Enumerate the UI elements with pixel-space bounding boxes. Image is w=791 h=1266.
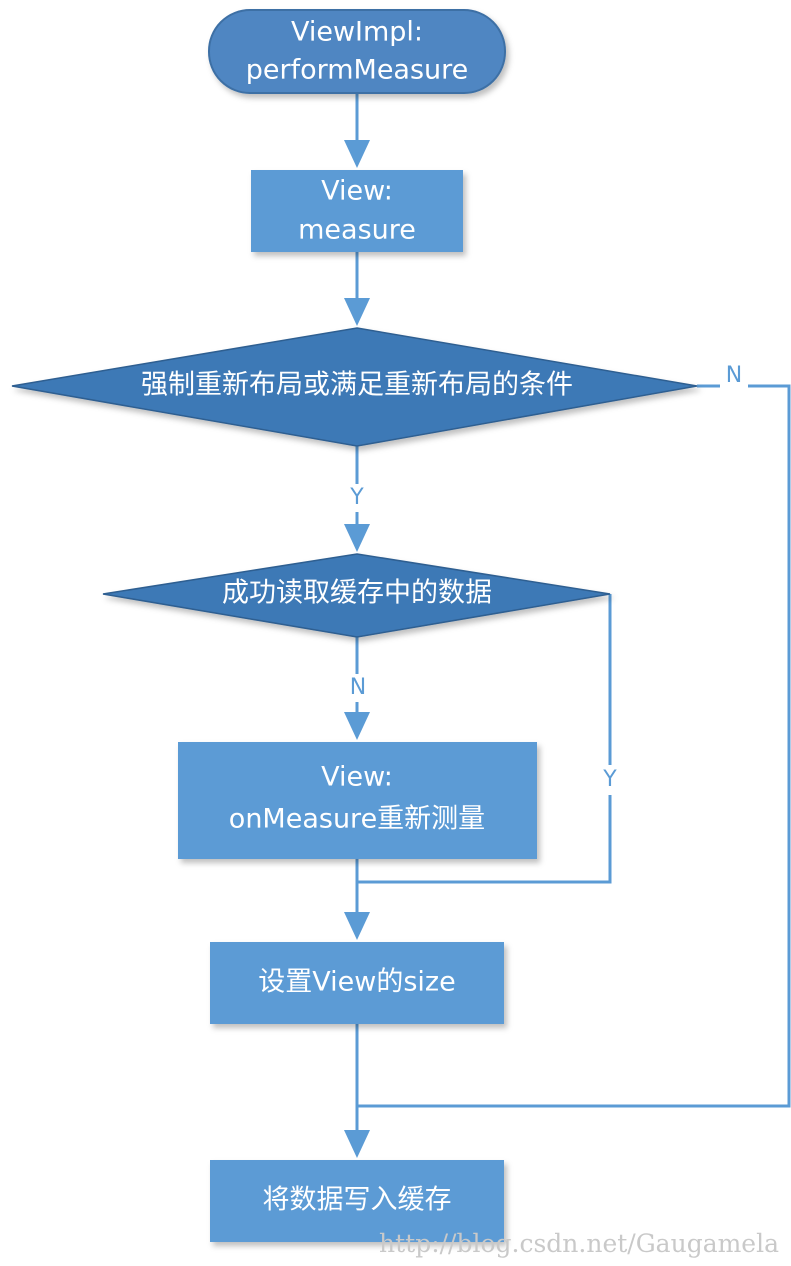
label-backdrop	[720, 362, 748, 390]
watermark: http://blog.csdn.net/Gaugamela	[379, 1229, 779, 1258]
edge-cache-yes	[357, 594, 612, 884]
relayout-no-label: N	[726, 363, 742, 388]
arrowhead	[344, 1130, 370, 1158]
cache-decision-node: 成功读取缓存中的数据	[102, 553, 611, 638]
onmeasure-node-line2: onMeasure重新测量	[229, 804, 485, 835]
arrowhead	[344, 298, 370, 326]
label-backdrop	[597, 765, 623, 795]
measure-node: View: measure	[251, 170, 463, 252]
set-size-label: 设置View的size	[258, 967, 455, 998]
label-backdrop	[344, 484, 370, 512]
start-node: ViewImpl: performMeasure	[208, 9, 506, 94]
cache-no-label: N	[350, 675, 366, 700]
start-node-line2: performMeasure	[246, 55, 469, 86]
arrowhead	[344, 524, 370, 552]
cache-yes-label: Y	[602, 767, 617, 792]
onmeasure-node: View: onMeasure重新测量	[178, 742, 537, 859]
onmeasure-node-line1: View:	[321, 762, 393, 793]
write-cache-node: 将数据写入缓存	[210, 1160, 504, 1242]
label-backdrop	[344, 674, 372, 702]
relayout-decision-node: 强制重新布局或满足重新布局的条件	[11, 327, 698, 447]
arrowhead	[344, 140, 370, 168]
cache-decision-label: 成功读取缓存中的数据	[222, 578, 492, 609]
arrowhead	[344, 712, 370, 740]
relayout-yes-label: Y	[349, 485, 364, 510]
measure-node-line2: measure	[298, 215, 416, 246]
set-size-node: 设置View的size	[210, 942, 504, 1024]
arrowhead	[344, 912, 370, 940]
write-cache-label: 将数据写入缓存	[263, 1185, 452, 1216]
relayout-decision-label: 强制重新布局或满足重新布局的条件	[141, 370, 573, 401]
start-node-line1: ViewImpl:	[291, 17, 423, 48]
measure-node-line1: View:	[321, 176, 393, 207]
